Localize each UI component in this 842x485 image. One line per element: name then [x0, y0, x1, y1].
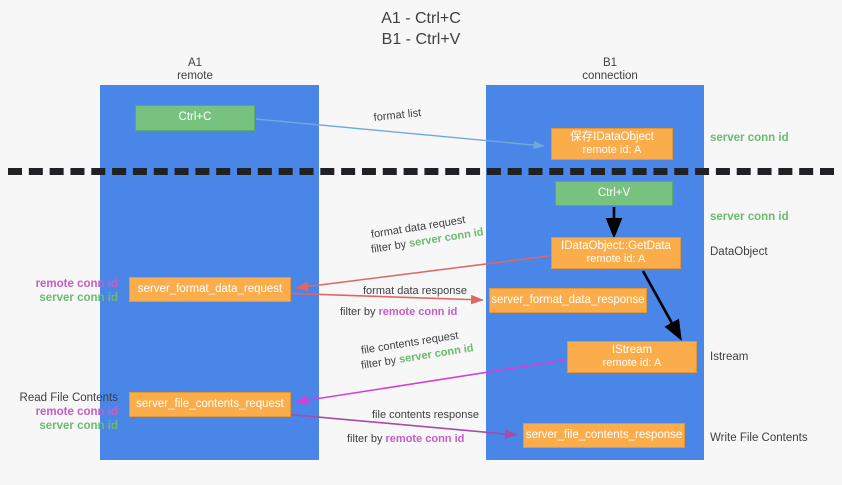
annotation-write-file-contents: Write File Contents [710, 432, 808, 444]
node-getdata-sub: remote id: A [586, 253, 646, 265]
node-ctrl-c-label: Ctrl+C [178, 111, 212, 124]
node-istream-label: IStream [611, 343, 653, 356]
node-getdata[interactable]: IDataObject::GetData remote id: A [551, 237, 681, 269]
node-server-file-contents-request-label: server_file_contents_request [136, 397, 284, 410]
edge-format-data-request [295, 255, 550, 292]
node-server-format-data-response-label: server_format_data_response [491, 293, 645, 306]
lane-header-a1: A1 remote [125, 57, 265, 83]
node-ctrl-v-label: Ctrl+V [597, 186, 631, 199]
edge-label-file-contents-response: file contents response [372, 409, 480, 421]
annotation-dataobject: DataObject [710, 246, 768, 258]
node-istream[interactable]: IStream remote id: A [567, 341, 697, 373]
title-line-1: A1 - Ctrl+C [381, 10, 461, 27]
node-istream-sub: remote id: A [602, 357, 662, 369]
edge-format-list [255, 118, 545, 150]
node-server-file-contents-response[interactable]: server_file_contents_response [523, 423, 685, 448]
node-idataobject-label: 保存IDataObject [570, 130, 654, 143]
lane-header-b1-name: B1 [602, 57, 618, 69]
edge-getdata-to-istream [641, 270, 682, 341]
annotation-read-file-contents-title: Read File Contents [19, 392, 118, 404]
filter-prefix: filter by [340, 306, 379, 318]
filter-remote-conn-id: remote conn id [385, 433, 465, 445]
annotation-format-conn-ids: remote conn id server conn id [8, 277, 118, 305]
annotation-remote-conn-id: remote conn id [35, 278, 118, 290]
node-server-file-contents-request[interactable]: server_file_contents_request [129, 392, 291, 417]
filter-remote-conn-id: remote conn id [378, 306, 458, 318]
section-divider [8, 168, 834, 175]
node-idataobject[interactable]: 保存IDataObject remote id: A [551, 128, 673, 160]
node-server-format-data-response[interactable]: server_format_data_response [489, 288, 647, 313]
node-idataobject-sub: remote id: A [582, 144, 642, 156]
node-server-format-data-request-label: server_format_data_request [137, 282, 283, 295]
node-server-format-data-request[interactable]: server_format_data_request [129, 277, 291, 302]
annotation-read-file-contents: Read File Contents remote conn id server… [8, 391, 118, 433]
edge-label-format-data-response: format data response [363, 285, 467, 297]
node-getdata-label: IDataObject::GetData [561, 239, 671, 252]
annotation-server-conn-id: server conn id [39, 292, 118, 304]
title-line-2: B1 - Ctrl+V [381, 31, 461, 48]
lane-header-a1-role: remote [177, 70, 213, 82]
lane-header-b1: B1 connection [520, 57, 700, 83]
annotation-server-conn-id-mid: server conn id [710, 211, 789, 223]
edge-file-contents-request [295, 359, 567, 405]
annotation-remote-conn-id: remote conn id [35, 406, 118, 418]
annotation-server-conn-id: server conn id [39, 420, 118, 432]
node-ctrl-c[interactable]: Ctrl+C [135, 105, 255, 131]
lane-header-b1-role: connection [582, 70, 638, 82]
lane-header-a1-name: A1 [187, 57, 203, 69]
node-server-file-contents-response-label: server_file_contents_response [525, 428, 683, 441]
page-title: A1 - Ctrl+C B1 - Ctrl+V [0, 8, 842, 50]
annotation-istream: Istream [710, 351, 749, 363]
edge-label-format-data-response-filter: filter by remote conn id [340, 305, 457, 319]
annotation-server-conn-id-top: server conn id [710, 132, 789, 144]
node-ctrl-v[interactable]: Ctrl+V [555, 181, 673, 206]
edge-label-file-contents-response-filter: filter by remote conn id [347, 432, 464, 446]
filter-prefix: filter by [347, 433, 386, 445]
